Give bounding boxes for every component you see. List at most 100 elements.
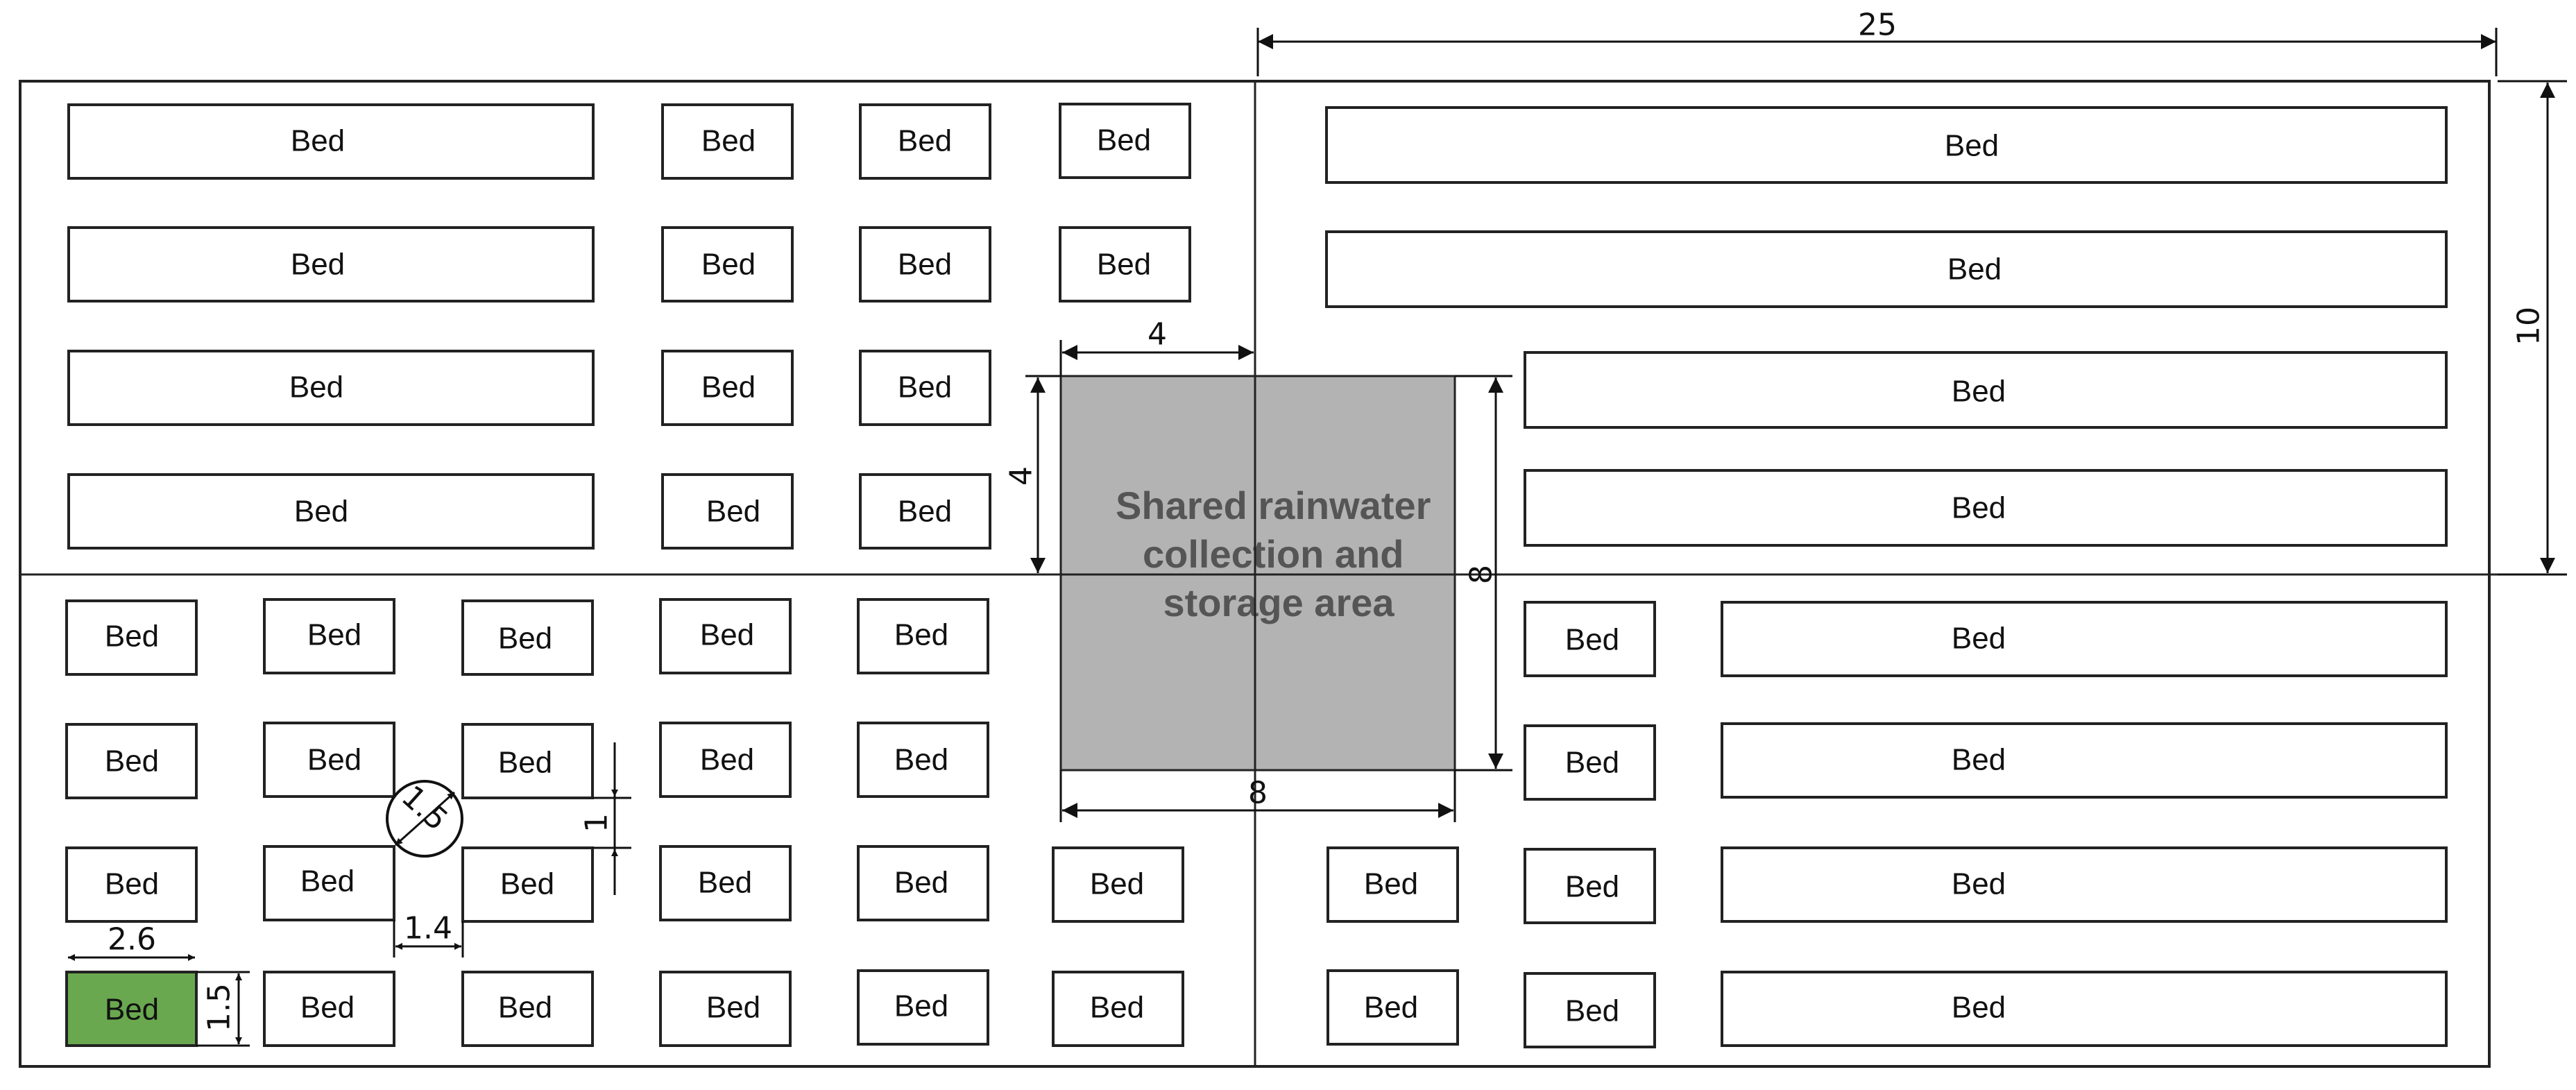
beds-top-right: Bed Bed Bed Bed — [1325, 106, 2448, 547]
bed-label: Bed — [1090, 991, 1144, 1025]
dimension-bed-gap-y-label: 1 — [579, 813, 615, 833]
dimension-diagonal: 1.5 — [386, 779, 463, 858]
bed — [67, 103, 595, 180]
bed-label: Bed — [498, 746, 552, 780]
storage-label-line-2: collection and — [1143, 532, 1404, 576]
dimension-storage-top-label: 4 — [1148, 317, 1167, 352]
bed-label: Bed — [700, 743, 754, 777]
bed-label: Bed — [1952, 491, 2006, 525]
bed-label: Bed — [1565, 746, 1619, 780]
bed-label: Bed — [898, 371, 952, 405]
bed-label: Bed — [1565, 623, 1619, 657]
bed-label: Bed — [1952, 991, 2006, 1025]
dimension-bed-height-label: 1.5 — [202, 983, 237, 1032]
bed-label: Bed — [105, 744, 159, 778]
bed — [1524, 724, 1656, 801]
bed — [857, 722, 989, 798]
dimension-bed-gap-y: 1 — [579, 742, 631, 895]
bed — [263, 722, 395, 798]
bed-label: Bed — [300, 865, 355, 899]
bed — [857, 845, 989, 921]
bed — [1327, 969, 1459, 1046]
bed — [1721, 722, 2448, 799]
dimension-bed-height: 1.5 — [196, 971, 250, 1047]
bed-label: Bed — [1090, 867, 1144, 901]
bed — [263, 598, 395, 674]
bed — [1052, 971, 1184, 1047]
bed — [1325, 230, 2448, 308]
bed-label: Bed — [1565, 994, 1619, 1028]
bed — [65, 723, 198, 799]
dimension-storage-bottom: 8 — [1059, 770, 1456, 822]
bed — [661, 473, 794, 550]
bed-label: Bed — [894, 866, 948, 900]
bed-label: Bed — [289, 371, 343, 405]
bed-label: Bed — [1947, 253, 2002, 287]
bed-label: Bed — [898, 495, 952, 529]
bed-label: Bed — [1945, 129, 1999, 163]
bed — [659, 598, 792, 674]
bed — [67, 473, 595, 550]
dimension-storage-right-label: 8 — [1464, 565, 1499, 584]
beds-top-left: Bed Bed Bed Bed Bed Bed Bed Bed Bed Bed … — [67, 103, 1191, 550]
bed — [1325, 106, 2448, 184]
bed — [661, 103, 794, 180]
dimension-bed-width-label: 2.6 — [108, 922, 156, 957]
bed — [1052, 846, 1184, 923]
bed — [67, 226, 595, 303]
bed — [263, 845, 395, 921]
dimension-storage-right: 8 — [1455, 375, 1512, 772]
bed — [859, 473, 991, 550]
storage-area — [1059, 375, 1456, 772]
bed-label: Bed — [701, 124, 756, 158]
bed — [857, 969, 989, 1046]
bed — [461, 599, 594, 676]
bed-label: Bed — [105, 993, 159, 1027]
bed — [461, 971, 594, 1047]
bed-label: Bed — [498, 991, 552, 1025]
bed-label: Bed — [291, 248, 345, 282]
bed — [1524, 848, 1656, 924]
beds-bottom-right: Bed Bed Bed Bed Bed Bed Bed Bed Bed Bed — [1327, 601, 2448, 1048]
bed — [659, 722, 792, 798]
bed-label: Bed — [307, 743, 361, 777]
bed — [859, 103, 991, 180]
bed-label: Bed — [894, 743, 948, 777]
bed — [67, 350, 595, 426]
bed-label: Bed — [706, 495, 760, 529]
bed-label: Bed — [894, 989, 948, 1023]
bed — [1059, 103, 1191, 179]
bed — [1524, 351, 2448, 429]
dimension-storage-left: 4 — [1004, 375, 1061, 573]
bed-highlighted — [65, 971, 198, 1047]
bed — [659, 971, 792, 1047]
bed-label: Bed — [1565, 870, 1619, 904]
bed — [65, 599, 198, 676]
bed-label: Bed — [291, 124, 345, 158]
dimension-bed-gap-x: 1.4 — [393, 911, 464, 957]
storage-label-line-3: storage area — [1163, 581, 1394, 624]
bed-label: Bed — [1952, 867, 2006, 901]
bed — [859, 350, 991, 426]
dimension-bed-width: 2.6 — [68, 922, 195, 961]
bed-label: Bed — [105, 620, 159, 654]
dimension-overall-width-label: 25 — [1858, 8, 1897, 43]
bed — [1721, 971, 2448, 1047]
bed-label: Bed — [1952, 743, 2006, 777]
bed — [461, 723, 594, 799]
bed — [659, 845, 792, 921]
bed — [1524, 469, 2448, 547]
bed — [1327, 846, 1459, 923]
bed-label: Bed — [701, 248, 756, 282]
dimension-overall-width: 25 — [1256, 8, 2498, 76]
bed-label: Bed — [1952, 375, 2006, 409]
bed — [1524, 601, 1656, 677]
bed — [859, 226, 991, 303]
bed — [1721, 846, 2448, 923]
bed-label: Bed — [307, 618, 361, 652]
bed-label: Bed — [706, 991, 760, 1025]
bed-label: Bed — [105, 867, 159, 901]
bed-label: Bed — [898, 248, 952, 282]
bed — [1721, 601, 2448, 677]
